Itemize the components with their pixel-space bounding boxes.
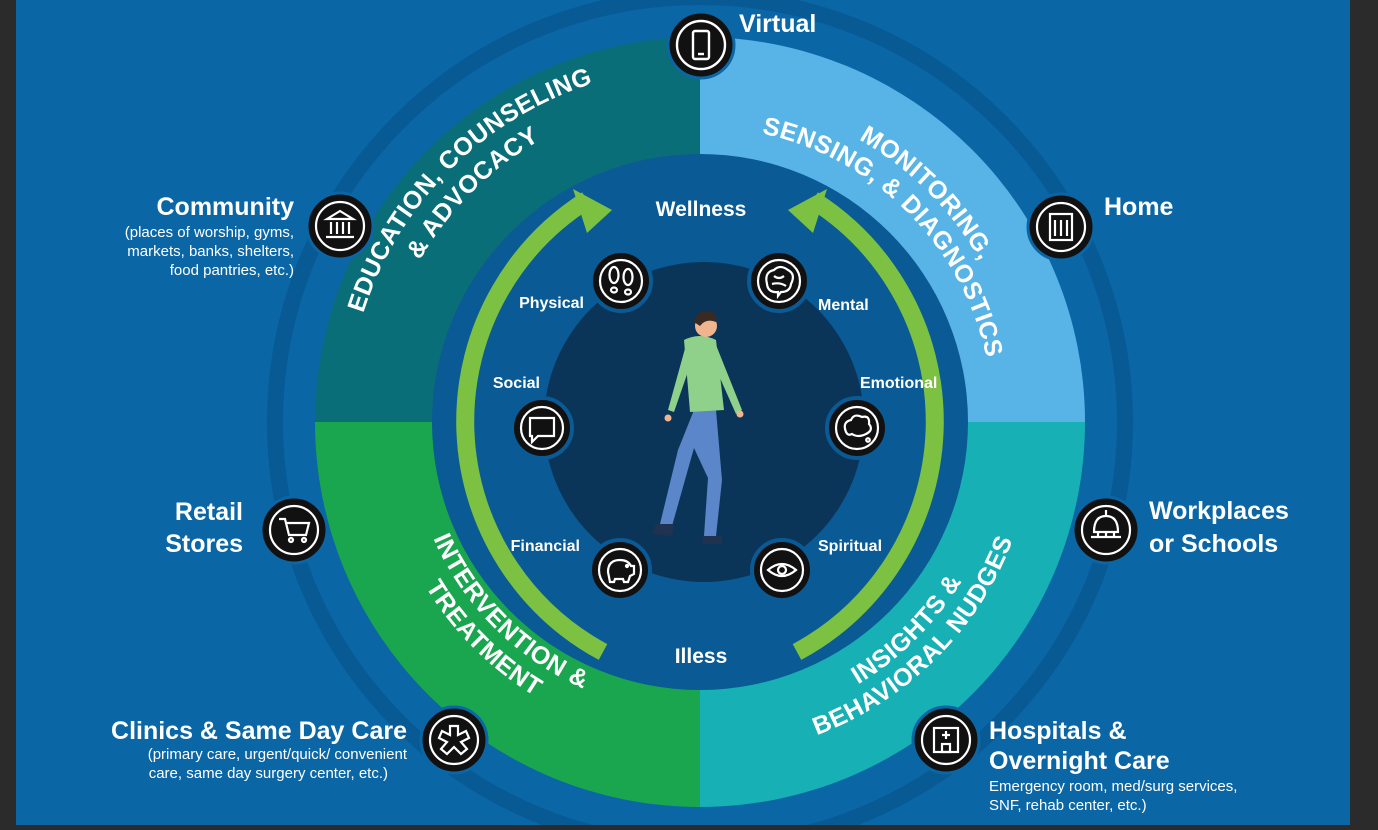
location-virtual: Virtual (666, 10, 816, 80)
location-clinics: Clinics & Same Day Care (primary care, u… (111, 705, 489, 782)
smartphone-icon (675, 19, 727, 71)
clinics-subtitle-line-2: care, same day surgery center, etc.) (149, 765, 388, 782)
virtual-title: Virtual (739, 10, 816, 38)
dimension-mental: Mental (747, 249, 869, 314)
capitol-dome-icon (1080, 504, 1132, 556)
clinics-subtitle-line-1: (primary care, urgent/quick/ convenient (148, 746, 408, 763)
right-cycle-arrow (792, 192, 944, 660)
community-title: Community (157, 193, 295, 221)
dimension-emotional: Emotional (825, 375, 937, 460)
workplaces-title-line-2: or Schools (1149, 530, 1278, 558)
hospitals-subtitle-line-2: SNF, rehab center, etc.) (989, 797, 1147, 814)
dimension-social: Social (493, 375, 574, 460)
community-subtitle-line-3: food pantries, etc.) (170, 262, 294, 279)
person-figure (652, 311, 744, 544)
retail-title-line-2: Stores (165, 530, 243, 558)
wellness-label: Wellness (656, 198, 747, 221)
brain-icon (756, 258, 802, 304)
hospital-icon (920, 714, 972, 766)
footprints-icon (598, 258, 644, 304)
dimension-spiritual: Spiritual (750, 538, 882, 602)
community-subtitle-line-1: (places of worship, gyms, (125, 224, 294, 241)
hospitals-title-line-2: Overnight Care (989, 747, 1170, 775)
location-workplaces: Workplaces or Schools (1071, 495, 1289, 565)
emotional-label: Emotional (860, 375, 937, 392)
piggy-bank-icon (597, 547, 643, 593)
shopping-cart-icon (268, 504, 320, 556)
workplaces-title-line-1: Workplaces (1149, 497, 1289, 525)
home-title: Home (1104, 193, 1174, 221)
bank-icon (314, 200, 366, 252)
dimension-physical: Physical (519, 249, 653, 313)
speech-bubble-icon (519, 405, 565, 451)
hospitals-title-line-1: Hospitals & (989, 717, 1127, 745)
physical-label: Physical (519, 295, 584, 312)
location-retail: Retail Stores (165, 495, 329, 565)
medical-star-icon (428, 714, 480, 766)
location-community: Community (places of worship, gyms, mark… (125, 191, 375, 279)
retail-title-line-1: Retail (175, 498, 243, 526)
illness-label: Illess (675, 645, 728, 668)
outer-ring (267, 0, 1133, 830)
building-icon (1035, 201, 1087, 253)
right-arrowhead (788, 189, 827, 233)
left-arrowhead (573, 189, 612, 233)
dimension-financial: Financial (511, 538, 652, 602)
social-label: Social (493, 375, 540, 392)
eye-icon (759, 547, 805, 593)
spiritual-label: Spiritual (818, 538, 882, 555)
community-subtitle-line-2: markets, banks, shelters, (127, 243, 294, 260)
left-cycle-arrow (456, 192, 608, 660)
thought-cloud-icon (834, 405, 880, 451)
location-hospitals: Hospitals & Overnight Care Emergency roo… (911, 705, 1237, 814)
mental-label: Mental (818, 297, 869, 314)
financial-label: Financial (511, 538, 580, 555)
location-home: Home (1026, 192, 1174, 262)
clinics-title: Clinics & Same Day Care (111, 717, 407, 745)
hospitals-subtitle-line-1: Emergency room, med/surg services, (989, 778, 1237, 795)
